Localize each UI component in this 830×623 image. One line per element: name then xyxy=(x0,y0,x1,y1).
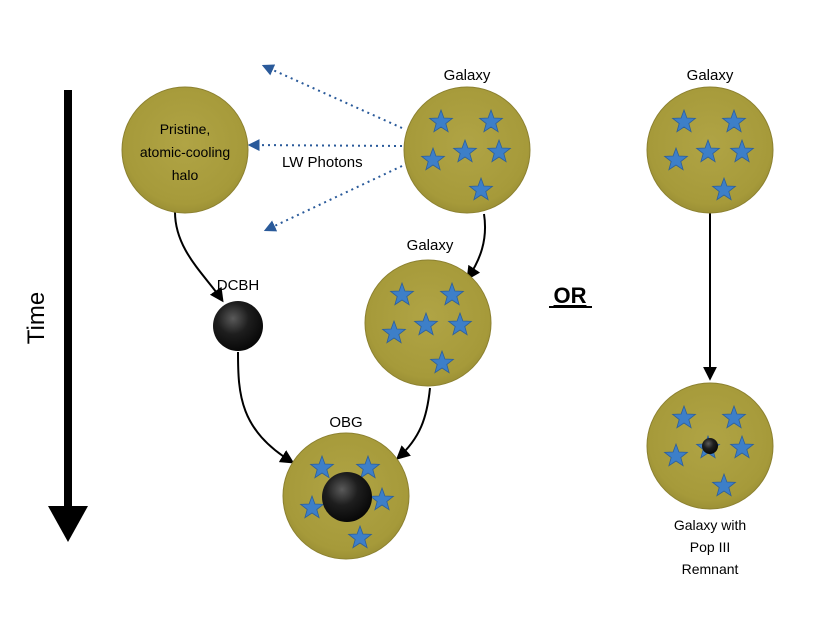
star-icon xyxy=(671,404,697,429)
lw-photons-label: LW Photons xyxy=(282,154,363,171)
galaxy-middle: Galaxy xyxy=(364,237,492,387)
obg-black-hole xyxy=(322,472,372,522)
or-separator: OR xyxy=(554,283,587,308)
star-icon xyxy=(711,472,737,497)
star-icon xyxy=(299,494,325,519)
star-icon xyxy=(695,138,721,163)
pristine-halo-label-line-3: halo xyxy=(172,167,199,183)
star-icon xyxy=(671,108,697,133)
obg-label: OBG xyxy=(329,414,362,431)
time-axis: Time xyxy=(23,90,88,542)
galaxy-right: Galaxy xyxy=(646,67,774,214)
star-icon xyxy=(452,138,478,163)
galaxy-remnant: Galaxy with Pop III Remnant xyxy=(646,382,774,577)
arrow-galaxy-top-to-middle xyxy=(466,213,486,281)
pristine-halo-label-line-1: Pristine, xyxy=(160,121,211,137)
star-icon xyxy=(413,311,439,336)
photon-arrow-down xyxy=(263,165,403,232)
galaxy-remnant-label-line-2: Pop III xyxy=(690,539,730,555)
star-icon xyxy=(355,454,381,479)
galaxy-top: Galaxy xyxy=(403,67,531,214)
pristine-halo-label-line-2: atomic-cooling xyxy=(140,144,230,160)
star-icon xyxy=(711,176,737,201)
star-icon xyxy=(389,281,415,306)
star-icon xyxy=(663,442,689,467)
star-icon xyxy=(309,454,335,479)
star-icon xyxy=(486,138,512,163)
time-axis-label: Time xyxy=(23,292,50,344)
star-icon xyxy=(429,349,455,374)
star-icon xyxy=(721,108,747,133)
star-icon xyxy=(439,281,465,306)
dcbh-black-hole xyxy=(213,301,263,351)
star-icon xyxy=(369,486,395,511)
arrow-dcbh-to-obg xyxy=(237,351,295,464)
star-icon xyxy=(447,311,473,336)
obg: OBG xyxy=(282,414,410,560)
dcbh-label: DCBH xyxy=(217,277,260,294)
star-icon xyxy=(478,108,504,133)
star-icon xyxy=(721,404,747,429)
star-icon xyxy=(381,319,407,344)
time-axis-shaft xyxy=(64,90,72,510)
pristine-halo: Pristine, atomic-cooling halo xyxy=(121,86,249,214)
pristine-halo-circle xyxy=(121,86,249,214)
dcbh: DCBH xyxy=(213,277,263,351)
galaxy-remnant-label-line-3: Remnant xyxy=(682,561,739,577)
flow-arrows xyxy=(174,211,717,464)
star-icon xyxy=(663,146,689,171)
lw-photon-arrows: LW Photons xyxy=(247,64,403,232)
star-icon xyxy=(347,524,373,549)
photon-arrow-middle xyxy=(247,139,403,152)
galaxy-top-label: Galaxy xyxy=(444,67,491,84)
star-icon xyxy=(420,146,446,171)
star-icon xyxy=(468,176,494,201)
arrow-halo-to-dcbh xyxy=(174,211,224,303)
galaxy-right-label: Galaxy xyxy=(687,67,734,84)
galaxy-remnant-label-line-1: Galaxy with xyxy=(674,517,746,533)
photon-arrow-up xyxy=(261,64,403,129)
star-icon xyxy=(729,138,755,163)
pop-iii-remnant-black-hole xyxy=(702,438,718,454)
galaxy-middle-label: Galaxy xyxy=(407,237,454,254)
time-axis-arrowhead xyxy=(48,506,88,542)
arrow-galaxy-middle-to-obg xyxy=(395,387,431,460)
star-icon xyxy=(428,108,454,133)
star-icon xyxy=(729,434,755,459)
